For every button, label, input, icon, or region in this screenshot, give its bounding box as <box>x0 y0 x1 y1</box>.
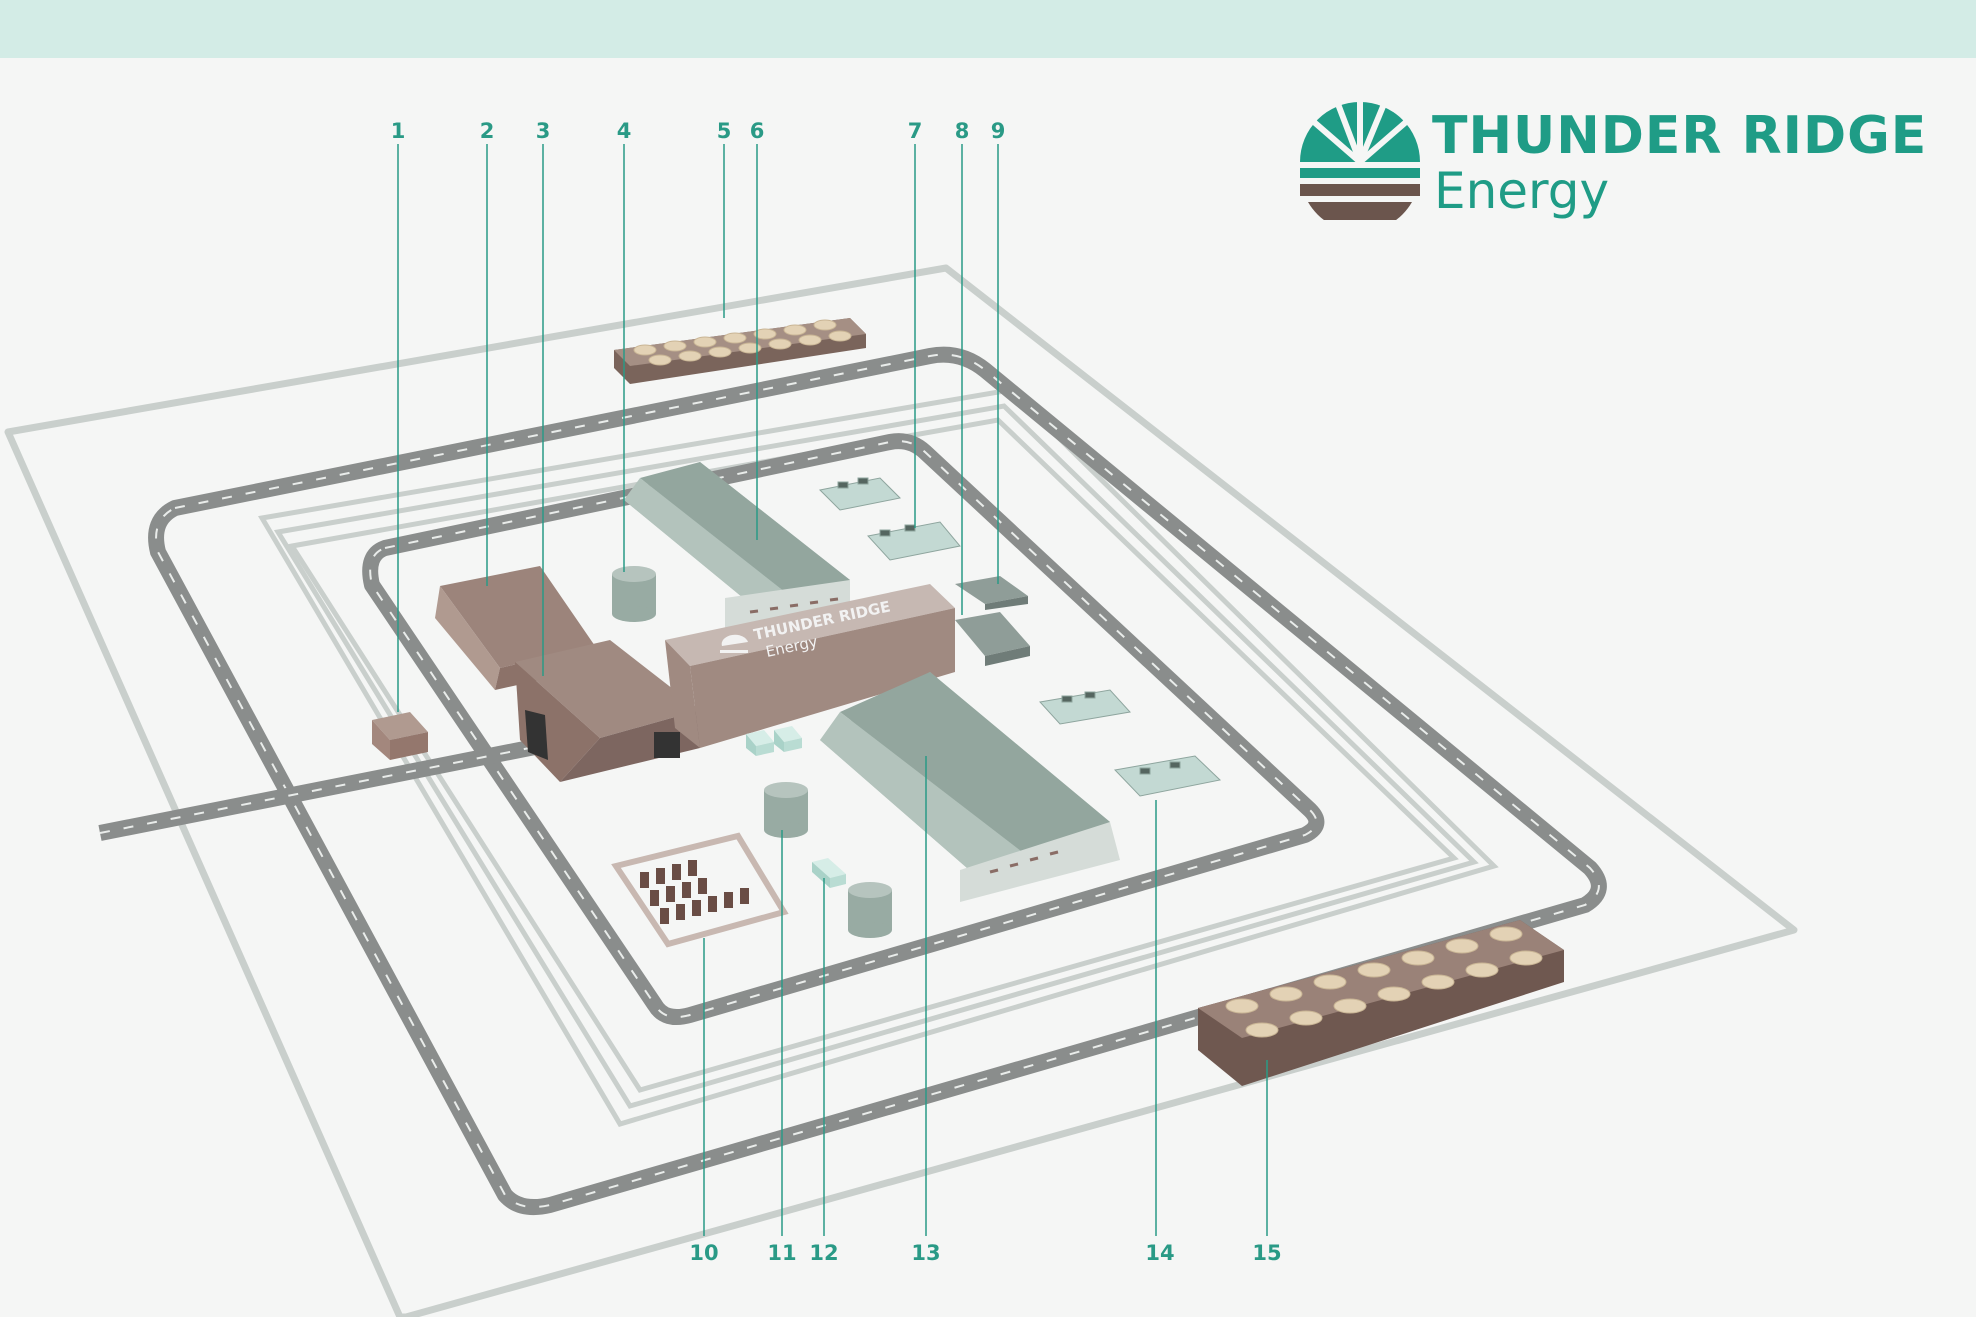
callout-10: 10 <box>689 1241 718 1265</box>
substation-pad-small <box>955 576 1028 610</box>
callout-7: 7 <box>908 119 923 143</box>
middle-fence-a <box>258 387 1499 1127</box>
brand-logo: THUNDER RIDGE Energy <box>1298 100 1926 230</box>
callout-5: 5 <box>717 119 732 143</box>
transformer-units <box>746 726 802 756</box>
callout-1: 1 <box>391 119 406 143</box>
brand-name: THUNDER RIDGE <box>1432 106 1928 166</box>
gatehouse <box>372 712 428 760</box>
middle-fence-b <box>273 403 1479 1109</box>
callout-12: 12 <box>809 1241 838 1265</box>
battery-storage-south <box>1198 920 1564 1086</box>
sunrise-icon <box>1300 100 1420 220</box>
cooling-array-south <box>1039 689 1222 797</box>
warehouse-south <box>820 672 1120 902</box>
warehouse-north <box>624 462 850 628</box>
substation-pad-large <box>955 612 1030 666</box>
building-plant <box>515 640 700 782</box>
tank-north <box>612 566 656 622</box>
storage-yard <box>611 832 789 948</box>
callout-14: 14 <box>1145 1241 1174 1265</box>
callout-lines <box>397 144 1268 1236</box>
callout-3: 3 <box>536 119 551 143</box>
top-banner <box>0 0 1976 58</box>
battery-storage-top <box>614 318 866 384</box>
sign-logo-mark <box>720 634 748 653</box>
callout-8: 8 <box>955 119 970 143</box>
brand-subname: Energy <box>1434 162 1610 220</box>
callout-6: 6 <box>750 119 765 143</box>
tank-south-a <box>764 782 808 838</box>
callout-4: 4 <box>617 119 632 143</box>
pump-unit <box>812 858 846 888</box>
outer-fence <box>4 264 1798 1317</box>
cooling-array-north <box>818 477 961 561</box>
callout-2: 2 <box>480 119 495 143</box>
callout-11: 11 <box>767 1241 796 1265</box>
callout-15: 15 <box>1252 1241 1281 1265</box>
callout-13: 13 <box>911 1241 940 1265</box>
callout-9: 9 <box>991 119 1006 143</box>
tank-south-b <box>848 882 892 938</box>
